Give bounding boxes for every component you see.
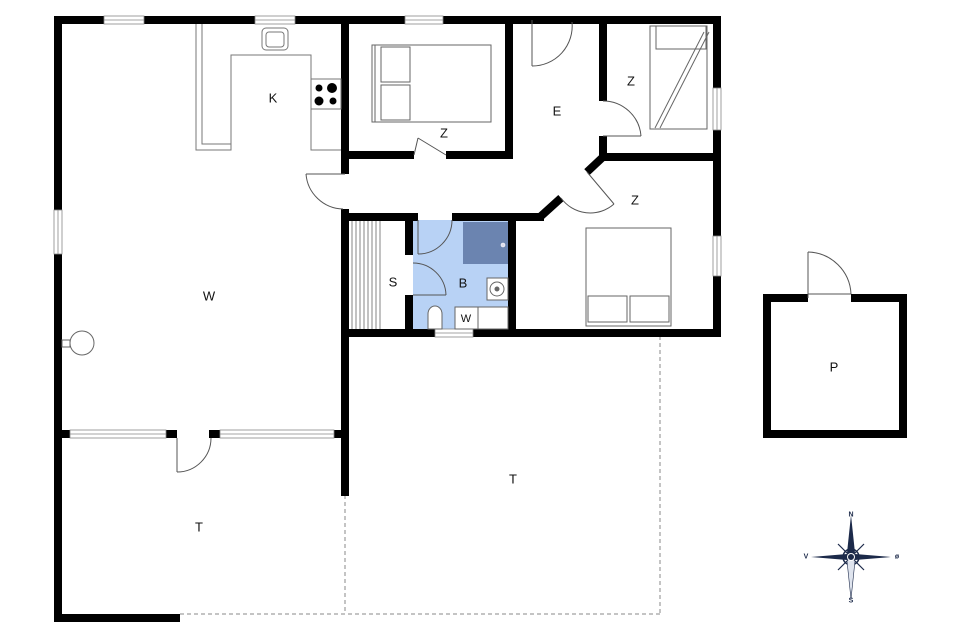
kitchen-counter	[195, 24, 342, 151]
stove-burners	[314, 83, 337, 106]
shower-drain	[500, 242, 506, 248]
room-label-terrace-1: T	[195, 519, 203, 535]
wood-stove	[61, 330, 95, 356]
bathroom-fixtures	[427, 277, 509, 330]
room-label-bedroom-3: Z	[631, 192, 639, 208]
room-label-sauna: S	[388, 274, 398, 290]
compass-south-label: S	[848, 597, 854, 605]
walls	[54, 16, 907, 622]
room-label-washer: W	[460, 313, 472, 325]
room-label-kitchen: K	[268, 90, 278, 106]
doors	[176, 20, 852, 473]
room-label-bathroom: B	[458, 275, 468, 291]
room-label-shed: P	[829, 359, 839, 375]
terrace-outline	[180, 336, 661, 615]
angled-walls	[537, 154, 606, 220]
room-label-bedroom-2: Z	[627, 73, 635, 89]
bed-2	[649, 25, 710, 130]
windows	[53, 15, 722, 439]
room-label-entrance: E	[552, 103, 562, 119]
compass-east-label: ø	[894, 553, 900, 561]
bed-1	[371, 44, 492, 123]
compass-west-label: V	[803, 553, 809, 561]
room-label-bedroom-1: Z	[440, 125, 448, 141]
bed-3	[585, 227, 672, 327]
sauna-bench	[351, 221, 381, 329]
room-label-living: W	[202, 288, 216, 304]
compass-north-label: N	[848, 511, 854, 519]
compass-rose-icon	[811, 515, 891, 600]
room-label-terrace-2: T	[509, 471, 517, 487]
